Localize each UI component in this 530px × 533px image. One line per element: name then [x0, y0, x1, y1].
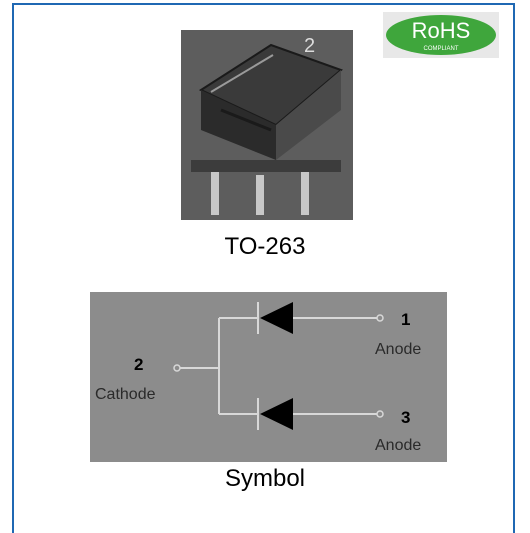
diode-upper	[260, 302, 293, 334]
rohs-badge: RoHS COMPLIANT	[383, 12, 499, 58]
rohs-text: RoHS	[412, 18, 471, 43]
pin-2-name: Cathode	[95, 386, 156, 403]
pin-3-terminal	[376, 410, 384, 418]
pin-3-number: 3	[401, 408, 410, 427]
pin-2-number: 2	[134, 355, 143, 374]
schematic-symbol: 2 Cathode 1 Anode 3 Anode	[90, 292, 447, 462]
pin-1-terminal	[376, 314, 384, 322]
symbol-label: Symbol	[224, 465, 306, 492]
pin-marking: 2	[304, 35, 315, 57]
diode-lower	[260, 398, 293, 430]
package-label: TO-263	[224, 233, 306, 260]
rohs-subtext: COMPLIANT	[423, 46, 458, 52]
pin-2-terminal	[173, 364, 181, 372]
pin-1-name: Anode	[375, 341, 421, 358]
to263-package-photo: 2	[181, 30, 353, 220]
pin-1-number: 1	[401, 310, 410, 329]
content-frame	[12, 3, 515, 533]
pin-3-name: Anode	[375, 437, 421, 454]
